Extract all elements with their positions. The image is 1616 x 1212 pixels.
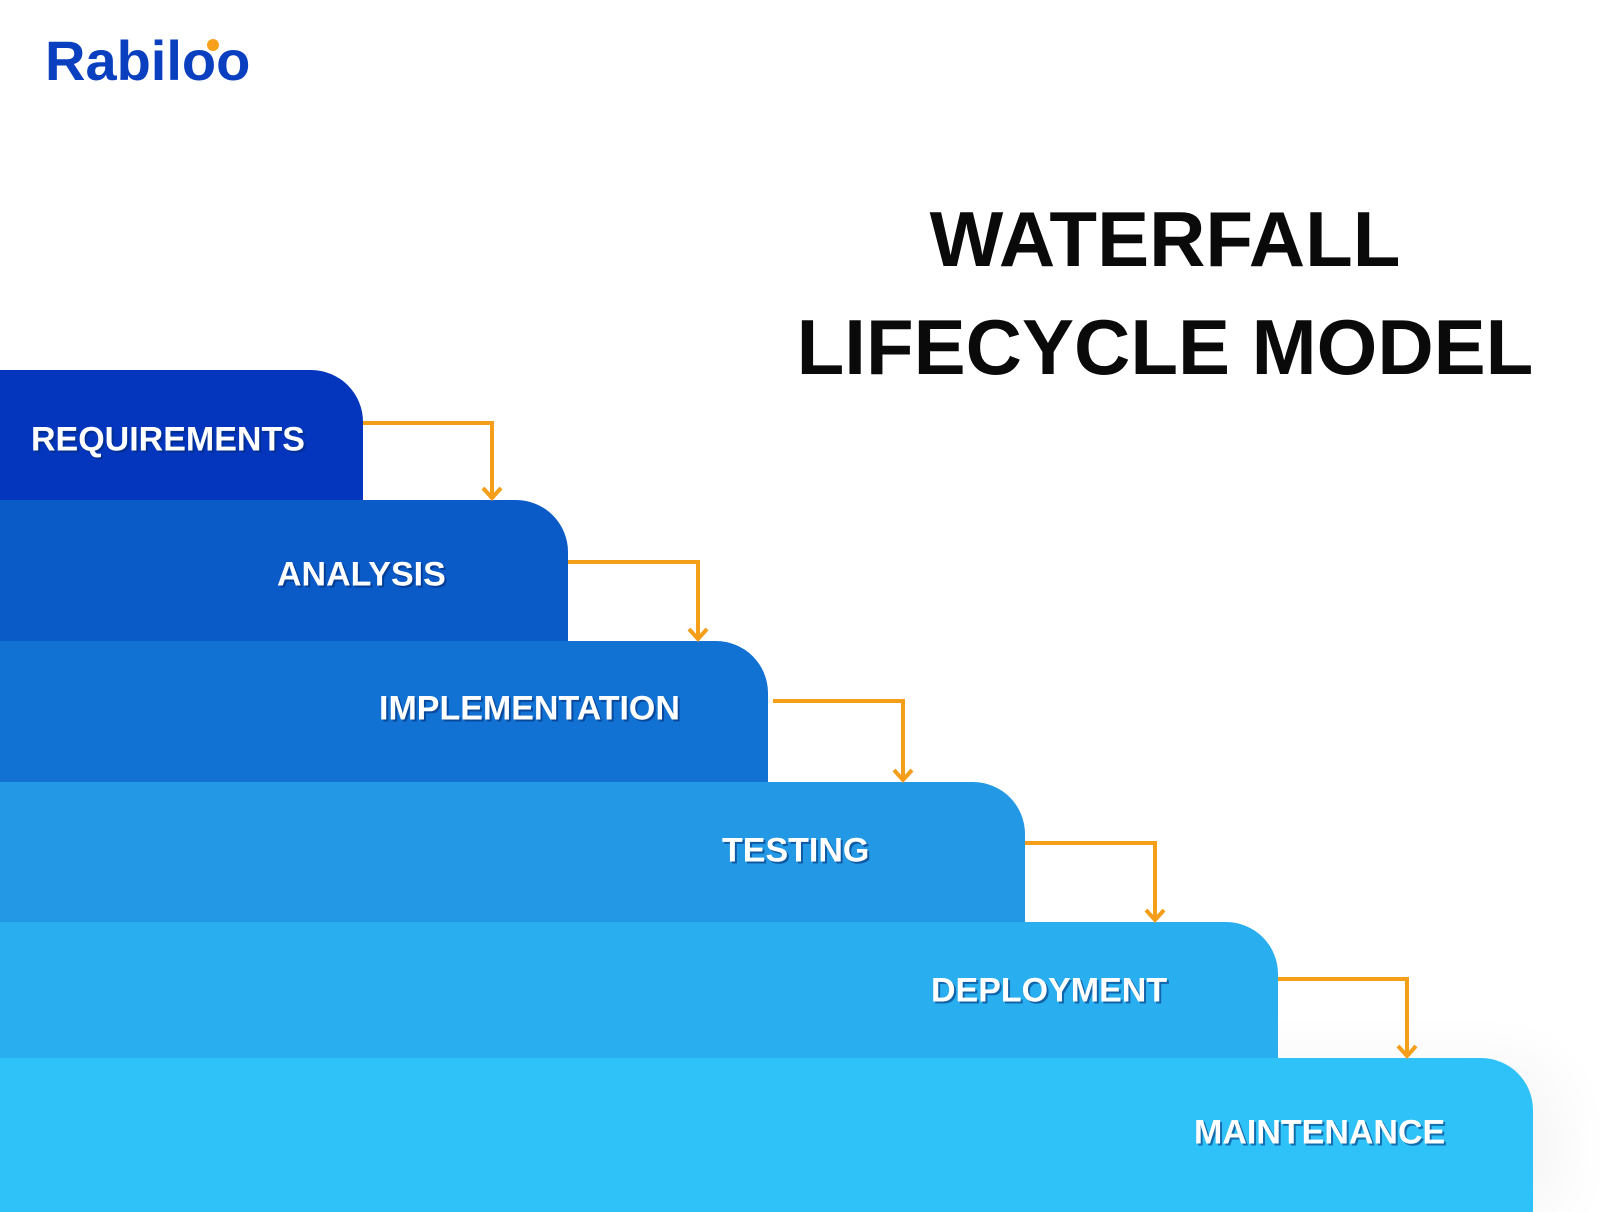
- step-implementation: [0, 641, 768, 782]
- step-analysis: [0, 500, 568, 641]
- label-analysis: ANALYSIS: [277, 555, 446, 594]
- title-line-2: LIFECYCLE MODEL: [796, 303, 1534, 391]
- step-requirements: [0, 370, 363, 500]
- arrow-analysis-to-implementation: [568, 560, 709, 642]
- arrow-requirements-to-analysis: [363, 421, 503, 501]
- step-testing: [0, 782, 1025, 922]
- arrow-implementation-to-testing: [773, 699, 914, 783]
- label-maintenance: MAINTENANCE: [1194, 1113, 1446, 1152]
- arrow-testing-to-deployment: [1025, 841, 1166, 923]
- label-deployment: DEPLOYMENT: [931, 971, 1168, 1010]
- rabiloo-logo: Rabiloo: [45, 28, 250, 93]
- arrow-deployment-to-maintenance: [1278, 977, 1418, 1059]
- title-line-1: WATERFALL: [929, 195, 1401, 283]
- label-implementation: IMPLEMENTATION: [379, 689, 680, 728]
- step-deployment: [0, 922, 1278, 1058]
- label-requirements: REQUIREMENTS: [31, 420, 305, 459]
- label-testing: TESTING: [722, 831, 870, 870]
- logo-dot: [207, 39, 219, 51]
- step-maintenance: [0, 1058, 1533, 1212]
